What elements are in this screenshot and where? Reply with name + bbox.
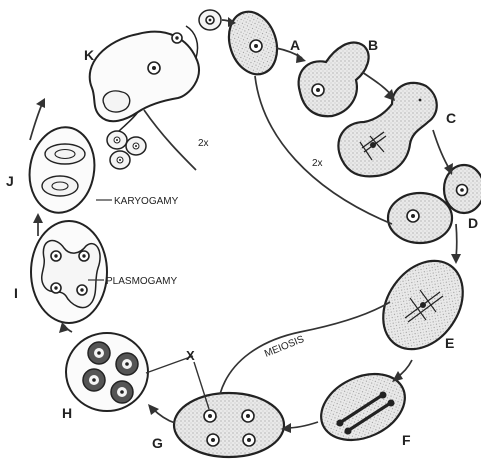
label-i: I <box>14 285 18 301</box>
cell-h <box>66 333 148 411</box>
annotation-plasmogamy: PLASMOGAMY <box>106 276 177 287</box>
cell-j <box>23 122 101 218</box>
label-h: H <box>62 405 72 421</box>
label-b: B <box>368 37 378 53</box>
annotation-x: X <box>186 348 195 363</box>
annotation-2x-left: 2x <box>198 138 209 149</box>
label-a: A <box>290 37 300 53</box>
label-j: J <box>6 173 14 189</box>
label-d: D <box>468 215 478 231</box>
annotation-meiosis: MEIOSIS <box>263 334 306 360</box>
label-f: F <box>402 432 411 448</box>
annotation-2x-right: 2x <box>312 158 323 169</box>
label-k: K <box>84 47 94 63</box>
label-g: G <box>152 435 163 451</box>
cell-a <box>221 5 285 80</box>
label-e: E <box>445 335 454 351</box>
cell-g <box>174 393 284 457</box>
label-c: C <box>446 110 456 126</box>
cell-b <box>299 43 369 117</box>
cell-d <box>388 165 481 243</box>
annotation-karyogamy: KARYOGAMY <box>114 196 179 207</box>
cell-i <box>31 221 107 323</box>
